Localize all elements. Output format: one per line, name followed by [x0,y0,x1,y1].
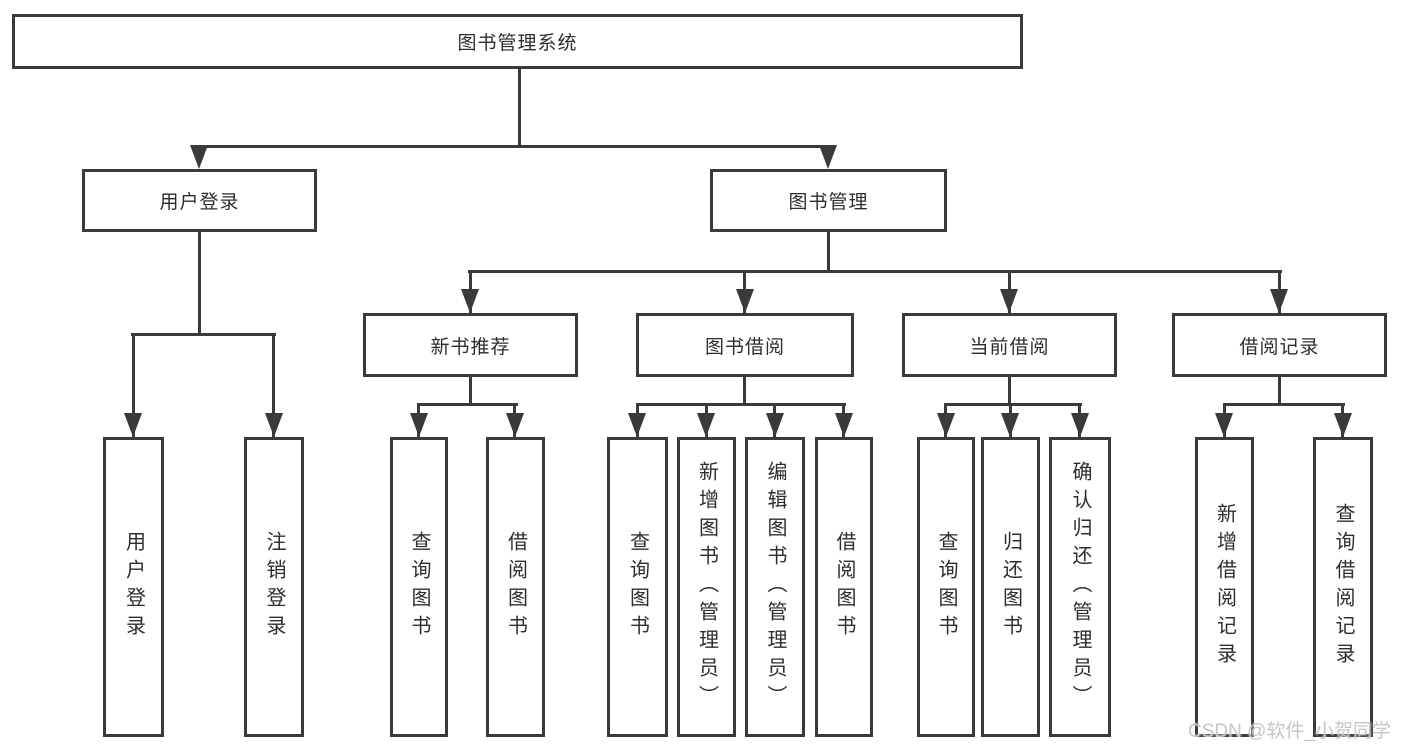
arrowhead-down-icon [1071,413,1089,437]
arrowhead-down-icon [1215,413,1233,437]
leaf-label: 借阅图书 [833,531,855,643]
leaf-label: 新增借阅记录 [1213,503,1236,671]
node-borrowing-records: 借阅记录 [1172,313,1387,377]
connector-segment [827,232,830,272]
arrowhead-down-icon [124,413,142,437]
leaf-label: 注销登录 [263,531,285,643]
arrowhead-down-icon [697,413,715,437]
csdn-watermark: CSDN @软件_小贺同学 [1188,721,1391,742]
connector-segment [132,333,135,437]
node-new-book-recommendation: 新书推荐 [363,313,578,377]
leaf-query-books-borrow: 查询图书 [607,437,668,737]
node-label: 借阅记录 [1239,336,1320,358]
leaf-edit-book-admin: 编辑图书（管理员） [745,437,805,737]
connector-segment [1278,377,1281,405]
leaf-return-books: 归还图书 [981,437,1040,737]
node-current-borrowing: 当前借阅 [902,313,1117,377]
arrowhead-down-icon [265,413,283,437]
arrowhead-down-icon [819,145,837,169]
arrowhead-down-icon [1270,289,1288,313]
connector-segment [417,403,518,406]
node-book-borrowing: 图书借阅 [636,313,854,377]
node-book-management: 图书管理 [710,169,947,232]
node-label: 图书管理 [788,192,869,213]
arrowhead-down-icon [190,145,208,169]
connector-segment [469,377,472,405]
leaf-label: 查询图书 [626,531,649,643]
leaf-label: 编辑图书（管理员） [764,461,786,713]
leaf-user-login: 用户登录 [103,437,164,737]
arrowhead-down-icon [937,413,955,437]
leaf-label: 确认归还（管理员） [1069,461,1091,713]
leaf-logout: 注销登录 [244,437,304,737]
leaf-query-borrow-record: 查询借阅记录 [1313,437,1373,737]
leaf-label: 查询借阅记录 [1332,503,1354,671]
arrowhead-down-icon [628,413,646,437]
arrowhead-down-icon [461,289,479,313]
arrowhead-down-icon [410,413,428,437]
connector-segment [518,68,521,148]
leaf-label: 用户登录 [122,531,145,643]
leaf-add-borrow-record: 新增借阅记录 [1195,437,1254,737]
connector-segment [944,403,1082,406]
connector-segment [743,377,746,405]
leaf-borrow-books-recommend: 借阅图书 [486,437,545,737]
node-label: 图书借阅 [704,336,785,358]
leaf-label: 归还图书 [999,531,1022,643]
connector-segment [468,270,1282,273]
arrowhead-down-icon [835,413,853,437]
connector-segment [1008,377,1011,405]
leaf-confirm-return-admin: 确认归还（管理员） [1049,437,1111,737]
arrowhead-down-icon [1000,289,1018,313]
node-user-login: 用户登录 [82,169,317,232]
leaf-label: 查询图书 [408,531,430,643]
connector-segment [636,403,846,406]
leaf-label: 查询图书 [935,531,957,643]
arrowhead-down-icon [506,413,524,437]
connector-segment [272,333,275,437]
connector-segment [131,333,276,336]
leaf-borrow-books-borrow: 借阅图书 [815,437,873,737]
node-label: 新书推荐 [430,336,511,358]
connector-segment [1223,403,1345,406]
arrowhead-down-icon [766,413,784,437]
leaf-query-books-recommend: 查询图书 [390,437,448,737]
node-label: 用户登录 [159,192,240,213]
node-label: 当前借阅 [969,336,1050,358]
leaf-label: 借阅图书 [504,531,527,643]
leaf-label: 新增图书（管理员） [695,461,718,713]
connector-segment [197,145,832,148]
node-label: 图书管理系统 [457,33,578,54]
arrowhead-down-icon [736,289,754,313]
leaf-query-books-current: 查询图书 [917,437,975,737]
arrowhead-down-icon [1334,413,1352,437]
leaf-add-book-admin: 新增图书（管理员） [677,437,736,737]
arrowhead-down-icon [1001,413,1019,437]
connector-segment [198,232,201,335]
node-library-management-system: 图书管理系统 [12,14,1023,69]
